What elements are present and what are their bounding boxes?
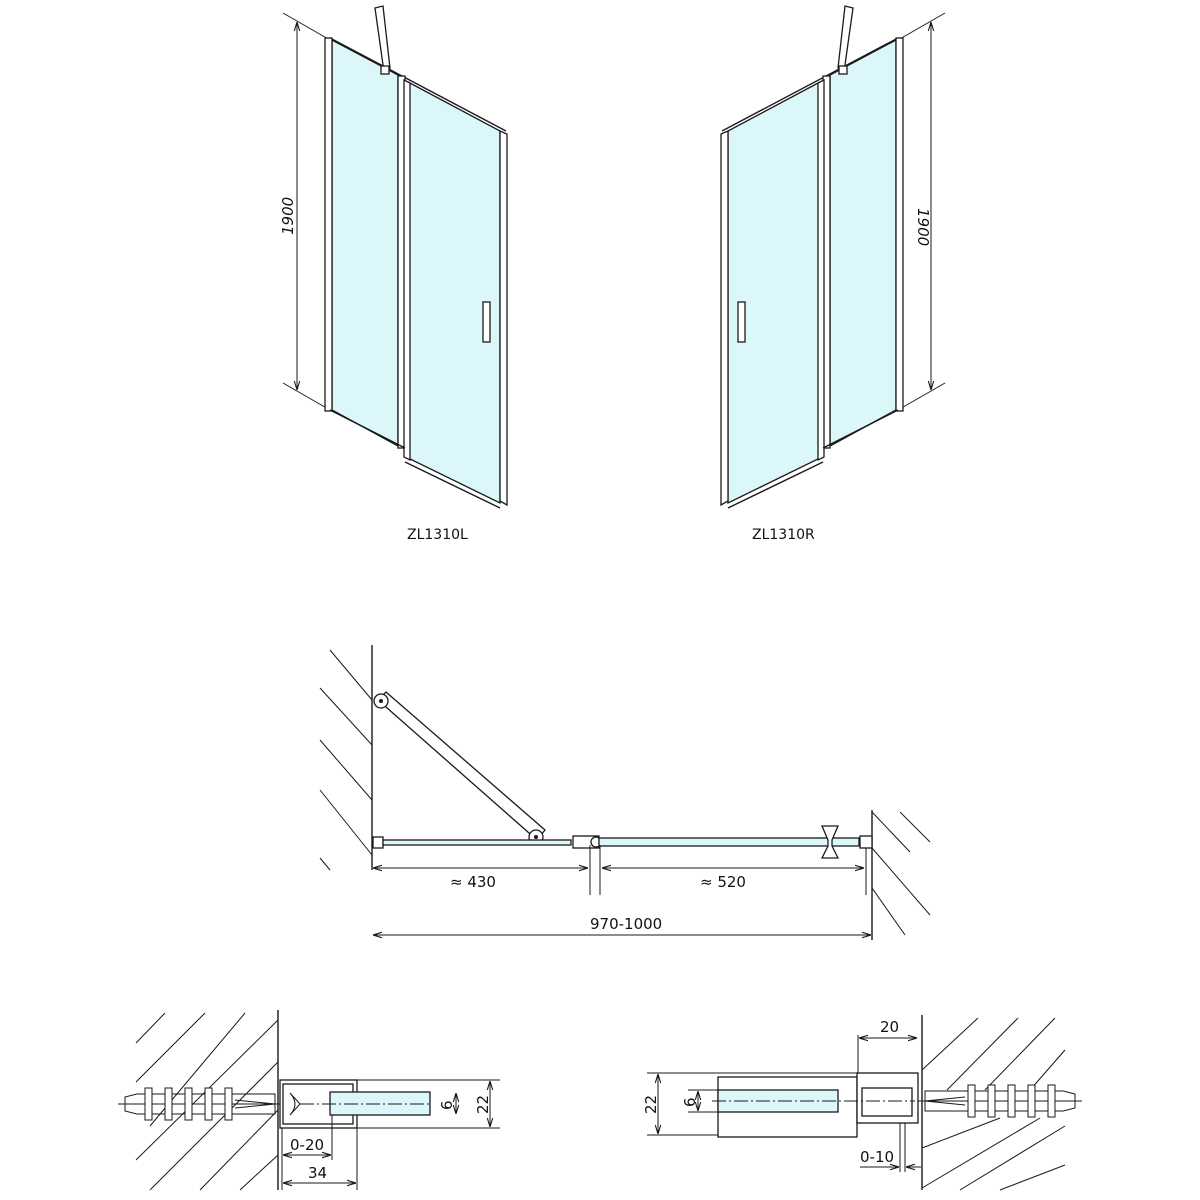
detail-right-adjust: 0-10 — [860, 1148, 894, 1166]
door-width-label: ≈ 520 — [700, 873, 746, 891]
fixed-width-label: ≈ 430 — [450, 873, 496, 891]
detail-left-height: 22 — [474, 1095, 492, 1114]
detail-right-width: 20 — [880, 1018, 899, 1036]
height-label-left: 1900 — [279, 197, 297, 235]
model-label-left: ZL1310L — [407, 527, 468, 543]
height-label-right: 1900 — [914, 208, 932, 246]
detail-right-height: 22 — [642, 1095, 660, 1114]
plan-view — [319, 645, 931, 940]
total-width-label: 970-1000 — [590, 915, 662, 933]
elevation-left — [283, 6, 507, 508]
detail-left-width: 34 — [308, 1164, 327, 1182]
detail-right-glass: 6 — [681, 1097, 699, 1107]
detail-left-glass: 6 — [438, 1100, 456, 1110]
detail-right — [647, 1015, 1082, 1191]
elevation-right — [721, 6, 945, 508]
detail-left-adjust: 0-20 — [290, 1136, 324, 1154]
model-label-right: ZL1310R — [752, 527, 815, 543]
detail-left — [118, 1010, 500, 1191]
